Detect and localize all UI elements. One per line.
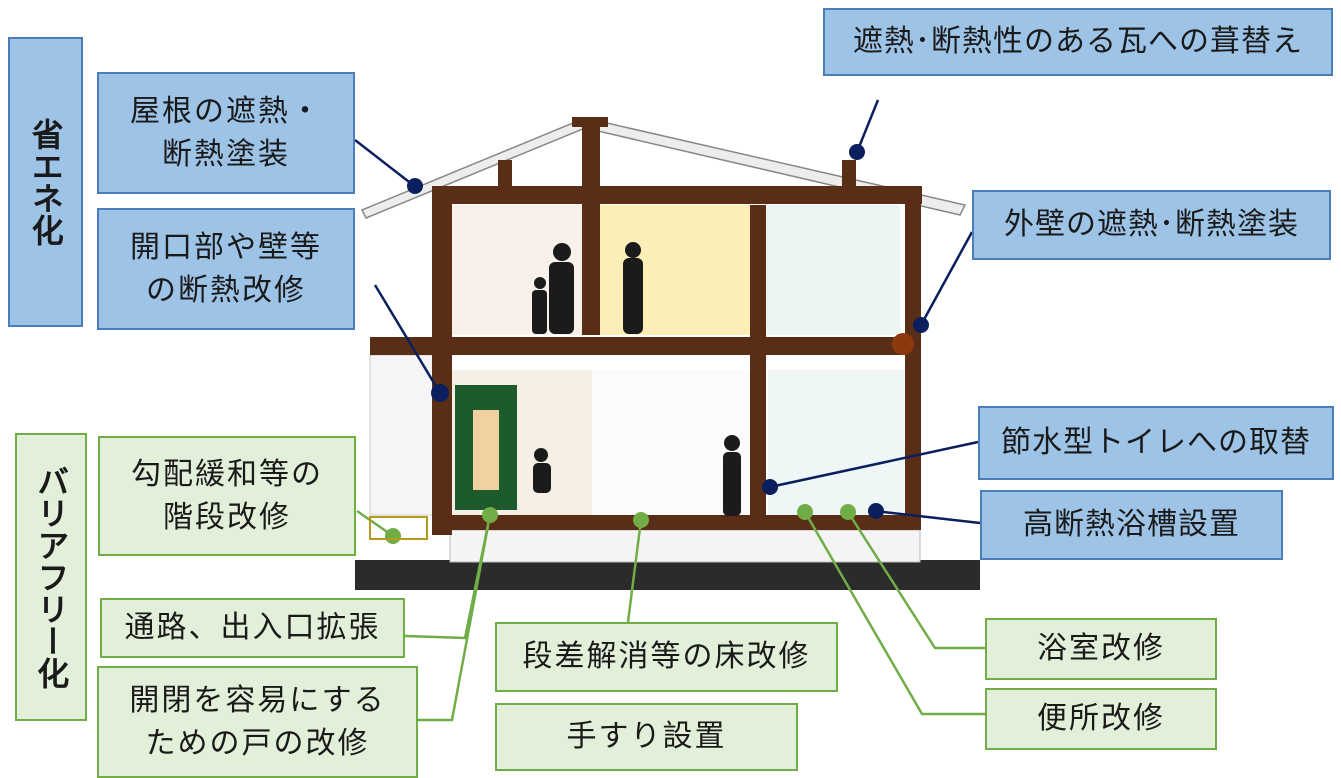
label-wall-coating: 外壁の遮熱･断熱塗装	[972, 190, 1331, 260]
timber-frame	[370, 117, 922, 535]
label-handrail: 手すり設置	[495, 703, 798, 771]
label-bathtub: 高断熱浴槽設置	[980, 490, 1283, 560]
bath-room	[768, 370, 913, 515]
energy-markers	[407, 144, 929, 519]
label-door: 開閉を容易にする ための戸の改修	[97, 666, 418, 778]
label-stairs: 勾配緩和等の 階段改修	[98, 436, 356, 556]
label-bathroom: 浴室改修	[985, 618, 1217, 680]
label-toilet: 節水型トイレへの取替	[978, 406, 1334, 480]
crawl-space	[449, 529, 921, 563]
label-floor: 段差解消等の床改修	[495, 622, 838, 692]
foundation	[355, 560, 980, 590]
label-roof-tile: 遮熱･断熱性のある瓦への葺替え	[823, 8, 1333, 76]
door-art	[473, 410, 499, 490]
barrier-markers	[385, 504, 856, 544]
category-barrier-label: バリアフリー化	[32, 465, 71, 689]
label-lavatory: 便所改修	[985, 688, 1217, 750]
label-passage: 通路、出入口拡張	[100, 598, 405, 658]
label-roof-coating: 屋根の遮熱・ 断熱塗装	[97, 72, 355, 194]
washroom-upper	[765, 205, 900, 335]
step-marker-box	[369, 516, 428, 540]
stairs-area	[369, 354, 441, 516]
category-energy-saving: 省エネ化	[8, 37, 83, 327]
silhouettes	[532, 242, 741, 516]
category-energy-label: 省エネ化	[26, 118, 65, 246]
dining-upper	[597, 205, 752, 335]
kitchen-upper	[452, 205, 597, 335]
connector-lines	[354, 99, 985, 722]
label-openings: 開口部や壁等 の断熱改修	[97, 208, 355, 330]
category-barrier-free: バリアフリー化	[15, 433, 87, 721]
roof-edge-marker	[892, 333, 914, 355]
